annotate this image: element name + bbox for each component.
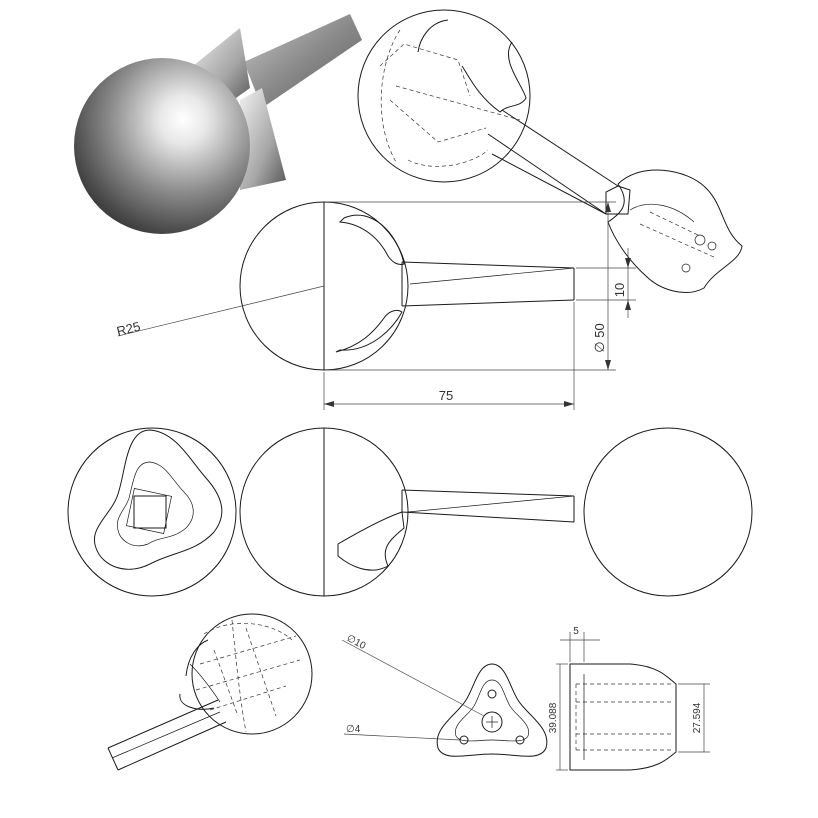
shaded-render xyxy=(74,14,362,234)
isometric-wireframe-2 xyxy=(107,613,313,771)
dim-hole-small: ∅4 xyxy=(346,724,361,735)
dim-base-height: 39.088 xyxy=(548,702,559,733)
side-section-view: 5 39.088 27.594 xyxy=(548,626,710,771)
dim-rim-width: 5 xyxy=(573,626,579,637)
right-view xyxy=(583,427,753,597)
render-shaft xyxy=(244,14,362,108)
dim-shaft-width: 10 xyxy=(612,283,627,297)
dim-length: 75 xyxy=(439,388,453,403)
dim-ball-diameter: ∅ 50 xyxy=(592,323,607,352)
render-ball xyxy=(74,58,250,234)
left-view xyxy=(67,427,237,597)
end-cap-view: ∅10 ∅4 xyxy=(341,633,548,757)
bottom-view xyxy=(239,427,575,597)
isometric-wireframe xyxy=(357,9,743,293)
render-fin-top xyxy=(188,28,250,108)
render-fin-right xyxy=(240,88,286,190)
dim-tip-height: 27.594 xyxy=(692,702,703,733)
front-view xyxy=(239,201,575,371)
dimension-lines: R25 75 10 ∅ 50 xyxy=(115,201,636,410)
dim-hole-large: ∅10 xyxy=(345,633,368,652)
dim-radius: R25 xyxy=(115,319,142,339)
